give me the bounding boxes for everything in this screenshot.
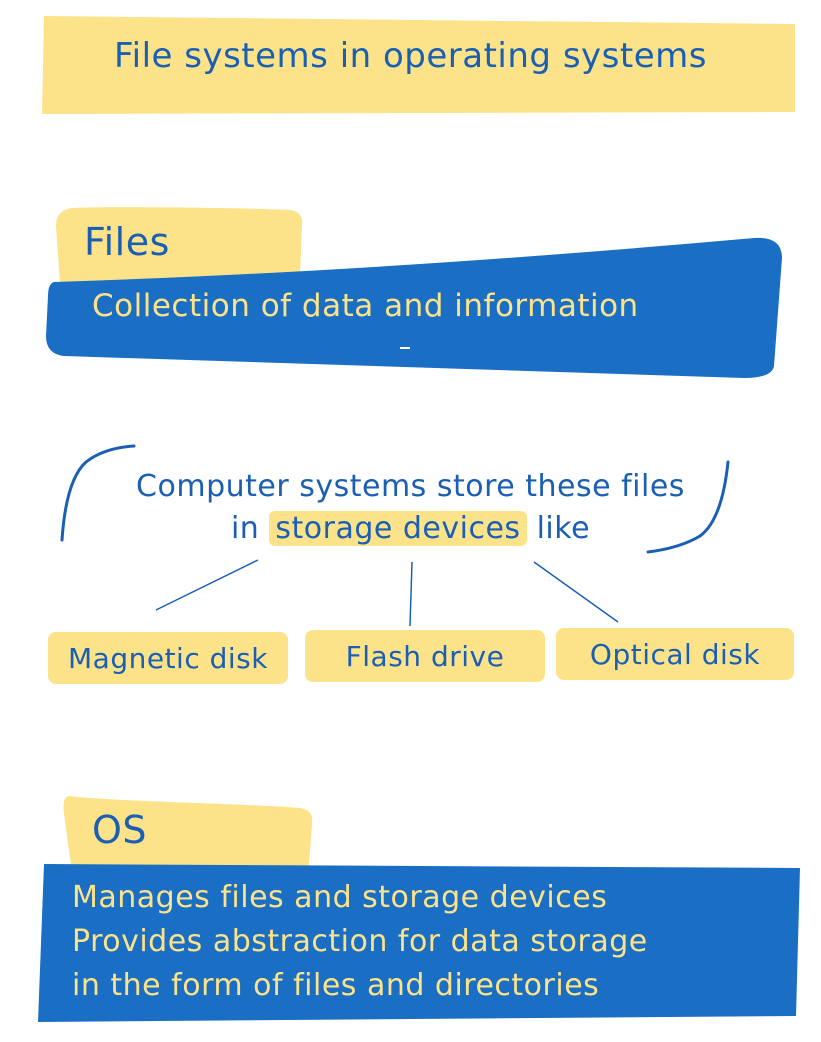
title-banner xyxy=(42,16,795,114)
os-line-2: Provides abstraction for data storage xyxy=(72,924,648,959)
storage-line-2-suffix: like xyxy=(536,511,591,546)
files-description-box xyxy=(46,237,782,378)
storage-line-1: Computer systems store these files xyxy=(136,469,685,504)
device-optical-disk: Optical disk xyxy=(556,628,794,680)
files-heading-tab xyxy=(56,196,303,284)
os-description: Manages files and storage devices Provid… xyxy=(72,876,648,1008)
storage-statement: Computer systems store these files in st… xyxy=(0,466,821,550)
page-title: File systems in operating systems xyxy=(114,36,707,76)
storage-devices-highlight: storage devices xyxy=(269,511,527,546)
os-line-3: in the form of files and directories xyxy=(72,968,600,1003)
os-heading-tab xyxy=(63,780,313,876)
os-description-box xyxy=(38,864,800,1022)
storage-line-2: in storage devices like xyxy=(0,508,821,550)
os-heading: OS xyxy=(92,808,148,852)
files-description: Collection of data and information xyxy=(92,288,639,324)
device-flash-drive: Flash drive xyxy=(305,630,545,682)
device-magnetic-disk: Magnetic disk xyxy=(48,632,288,684)
storage-line-2-prefix: in xyxy=(230,511,260,546)
os-line-1: Manages files and storage devices xyxy=(72,880,608,915)
files-heading: Files xyxy=(84,220,170,264)
